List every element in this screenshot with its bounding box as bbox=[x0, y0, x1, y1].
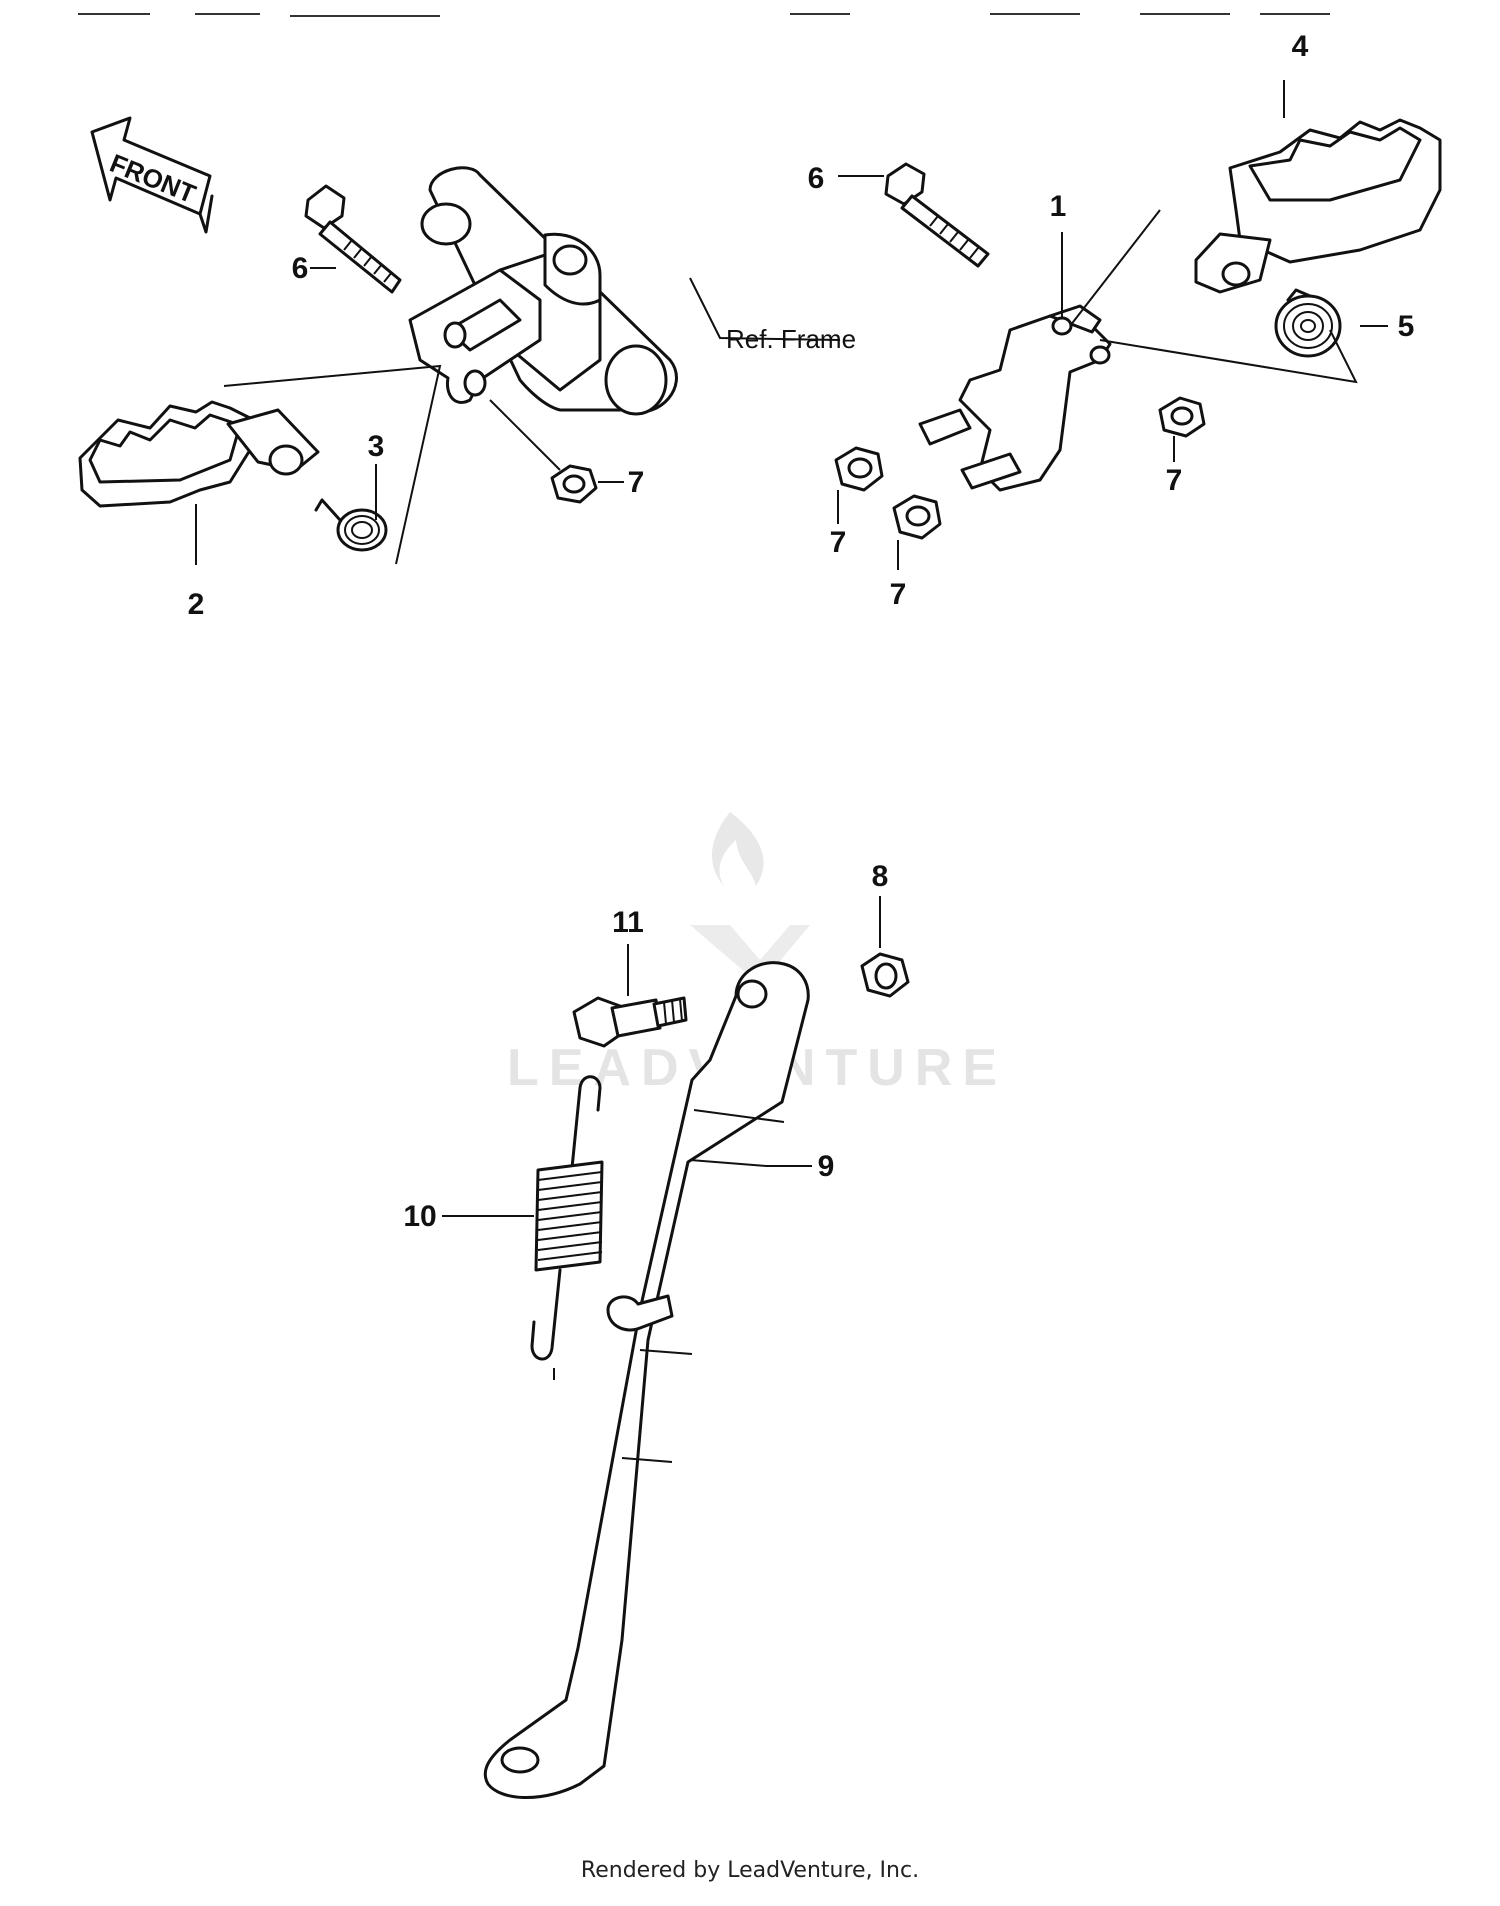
callout-7-right-c: 7 bbox=[1166, 464, 1183, 497]
left-leaders bbox=[195, 267, 841, 565]
part-9-side-stand bbox=[483, 961, 810, 1800]
part-7-left-nut bbox=[550, 464, 598, 504]
callout-6-right: 6 bbox=[808, 162, 825, 195]
callout-7-right-b: 7 bbox=[890, 578, 907, 611]
callout-11: 11 bbox=[612, 906, 644, 939]
part-3-left-spring bbox=[314, 498, 388, 552]
part-4-right-footpeg bbox=[1194, 118, 1442, 294]
callouts: 1 2 3 4 5 6 6 7 7 7 7 8 9 10 11 Ref. Fra… bbox=[188, 30, 1415, 1233]
callout-6-left: 6 bbox=[292, 252, 309, 285]
callout-3: 3 bbox=[368, 430, 385, 463]
part-5-right-spring bbox=[1274, 288, 1342, 358]
right-studs bbox=[918, 408, 1022, 490]
part-11-bolt bbox=[572, 996, 688, 1048]
callout-7-right-a: 7 bbox=[830, 526, 847, 559]
callout-1: 1 bbox=[1050, 190, 1067, 223]
front-arrow: FRONT bbox=[90, 116, 214, 234]
part-2-left-footpeg bbox=[78, 400, 320, 508]
part-7-right-nuts bbox=[834, 396, 1206, 540]
callout-10: 10 bbox=[403, 1200, 436, 1233]
left-bracket bbox=[408, 268, 542, 404]
callout-5: 5 bbox=[1398, 310, 1415, 343]
callout-8: 8 bbox=[872, 860, 889, 893]
callout-7-left: 7 bbox=[628, 466, 645, 499]
frame-tube bbox=[420, 166, 678, 416]
ref-frame-label: Ref. Frame bbox=[726, 324, 856, 354]
part-8-nut bbox=[860, 952, 910, 998]
right-leaders bbox=[837, 80, 1388, 570]
footer-credit: Rendered by LeadVenture, Inc. bbox=[580, 1858, 920, 1883]
stand-leaders bbox=[442, 896, 881, 1217]
callout-4: 4 bbox=[1292, 30, 1309, 63]
part-6-right-bolt bbox=[884, 162, 990, 268]
callout-9: 9 bbox=[818, 1150, 835, 1183]
part-6-left-bolt bbox=[304, 184, 402, 294]
callout-2: 2 bbox=[188, 588, 205, 621]
scan-marks bbox=[78, 13, 1330, 17]
part-10-spring bbox=[530, 1075, 604, 1380]
